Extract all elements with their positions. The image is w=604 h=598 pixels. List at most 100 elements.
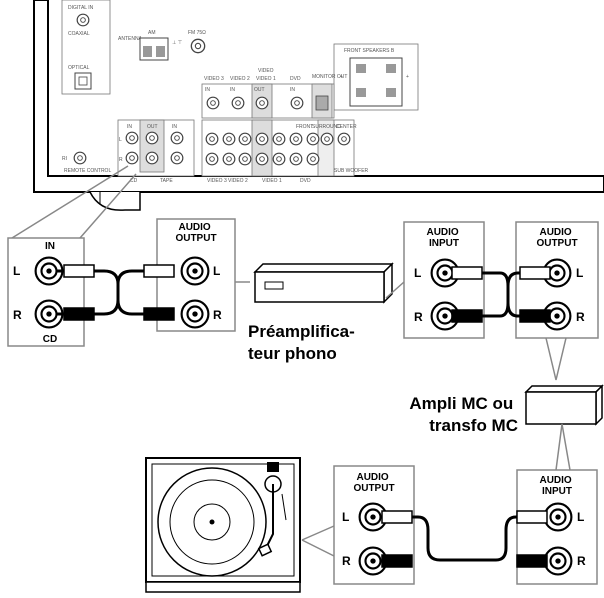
coaxial-label: COAXIAL: [68, 31, 90, 37]
mc-out-r-label: R: [576, 310, 585, 324]
mc-input-panel: AUDIO INPUT L R: [516, 469, 598, 585]
fm-label: FM 75Ω: [188, 30, 206, 36]
cd-l-label: L: [13, 264, 20, 278]
cable-phono-mc: [451, 266, 551, 323]
monitor-out-label: MONITOR OUT: [312, 74, 347, 80]
cd-r-label: R: [13, 308, 22, 322]
remote-control-label: REMOTE CONTROL: [64, 168, 111, 174]
mc-in-l-label: L: [577, 510, 584, 524]
turntable-device: [145, 457, 301, 593]
label-line: INPUT: [429, 238, 459, 249]
rca-plug-black: [451, 309, 483, 323]
fm-antenna-jack: [190, 38, 206, 54]
rca-plug-black: [519, 309, 551, 323]
phono-in-l-label: L: [414, 266, 421, 280]
coaxial-jack: [76, 13, 90, 27]
svg-text:+: +: [340, 74, 343, 80]
cartridge: [257, 543, 273, 557]
phono-input-title: AUDIO INPUT: [426, 227, 461, 249]
cd-input-panel: IN L R CD: [7, 237, 85, 347]
optical-label: OPTICAL: [68, 65, 90, 71]
video3-label-bottom: VIDEO 3: [207, 178, 227, 184]
cd-l-jack-small: [125, 131, 139, 145]
zoom-callout-line: [79, 173, 137, 239]
preamp-out-r-label: R: [213, 308, 222, 322]
dvd-label-bottom: DVD: [300, 178, 311, 184]
dvd-in-label: IN: [290, 87, 295, 93]
video1-out-label: OUT: [254, 87, 265, 93]
rca-plug-white: [519, 266, 551, 280]
cd-in-label: IN: [45, 241, 55, 252]
label-line: INPUT: [542, 486, 572, 497]
phono-in-r-label: R: [414, 310, 423, 324]
remote-control-jack: [73, 151, 87, 165]
mc-input-title: AUDIO INPUT: [539, 475, 574, 497]
video3-in-label: IN: [205, 87, 210, 93]
rca-plug-white: [63, 264, 95, 278]
center-label: CENTER: [336, 124, 357, 130]
cd-r-jack-small: [125, 151, 139, 165]
rca-plug-white: [451, 266, 483, 280]
rca-plug-black: [63, 307, 95, 321]
phono-preamp-device: [253, 262, 394, 304]
mc-in-r-label: R: [577, 554, 586, 568]
label-line: OUTPUT: [175, 233, 216, 244]
video1-label-bottom: VIDEO 1: [262, 178, 282, 184]
front-label: FRONT: [296, 124, 313, 130]
label-line: OUTPUT: [536, 238, 577, 249]
rca-plug-black: [516, 554, 548, 568]
tonearm: [265, 484, 274, 549]
label-line: teur phono: [248, 344, 337, 363]
tape-in-label: IN: [172, 124, 177, 130]
surround-label: SURROUND: [312, 124, 341, 130]
antenna-label: ANTENNA: [118, 36, 143, 42]
preamp-out-l-jack: [180, 256, 210, 286]
cd-in-small-label: IN: [127, 124, 132, 130]
preamp-output-title: AUDIO OUTPUT: [175, 222, 216, 244]
phono-preamp-label: Préamplifica- teur phono: [248, 322, 360, 363]
mc-in-r-jack: [543, 546, 573, 576]
front-speakers-b-label: FRONT SPEAKERS B: [344, 48, 395, 54]
digital-in-label: DIGITAL IN: [68, 5, 94, 11]
rca-plug-black: [143, 307, 175, 321]
turntable-output-title: AUDIO OUTPUT: [353, 472, 394, 494]
video2-label-top: VIDEO 2: [230, 76, 250, 82]
cd-small-label: CD: [130, 178, 138, 184]
cd-r-small-label: R: [119, 157, 123, 163]
svg-text:⊥ ⊤: ⊥ ⊤: [172, 40, 182, 46]
cd-label: CD: [43, 334, 57, 345]
mc-out-l-label: L: [576, 266, 583, 280]
am-label: AM: [148, 30, 156, 36]
preamp-out-r-jack: [180, 299, 210, 329]
sub-woofer-label: SUB WOOFER: [334, 168, 369, 174]
mc-in-l-jack: [543, 502, 573, 532]
zoom-callout-line: [11, 165, 129, 239]
video2-label-bottom: VIDEO 2: [228, 178, 248, 184]
counterweight: [267, 462, 279, 472]
rca-plug-white: [381, 510, 413, 524]
video3-label-top: VIDEO 3: [204, 76, 224, 82]
tape-out-label: OUT: [147, 124, 158, 130]
rca-plug-white: [516, 510, 548, 524]
cable-cd-preamp: [56, 264, 175, 321]
svg-text:+: +: [406, 74, 409, 80]
video-label: VIDEO: [258, 68, 274, 74]
turntable-out-r-label: R: [342, 554, 351, 568]
preamp-out-l-label: L: [213, 264, 220, 278]
cd-l-small-label: L: [119, 137, 122, 143]
dvd-label-top: DVD: [290, 76, 301, 82]
optical-jack: [74, 72, 92, 90]
tape-label: TAPE: [160, 178, 173, 184]
label-line: OUTPUT: [353, 483, 394, 494]
label-line: transfo MC: [429, 416, 518, 435]
mc-output-title: AUDIO OUTPUT: [536, 227, 577, 249]
mc-amp-label: Ampli MC ou transfo MC: [409, 394, 518, 435]
mc-amp-device: [524, 384, 604, 426]
rca-plug-white: [143, 264, 175, 278]
video2-in-label: IN: [230, 87, 235, 93]
turntable-out-l-label: L: [342, 510, 349, 524]
cable-turntable-mc: [380, 510, 548, 568]
video1-label-top: VIDEO 1: [256, 76, 276, 82]
receiver-rear-panel: DIGITAL IN COAXIAL OPTICAL ANTENNA AM ⊥ …: [33, 0, 604, 211]
rca-plug-black: [381, 554, 413, 568]
